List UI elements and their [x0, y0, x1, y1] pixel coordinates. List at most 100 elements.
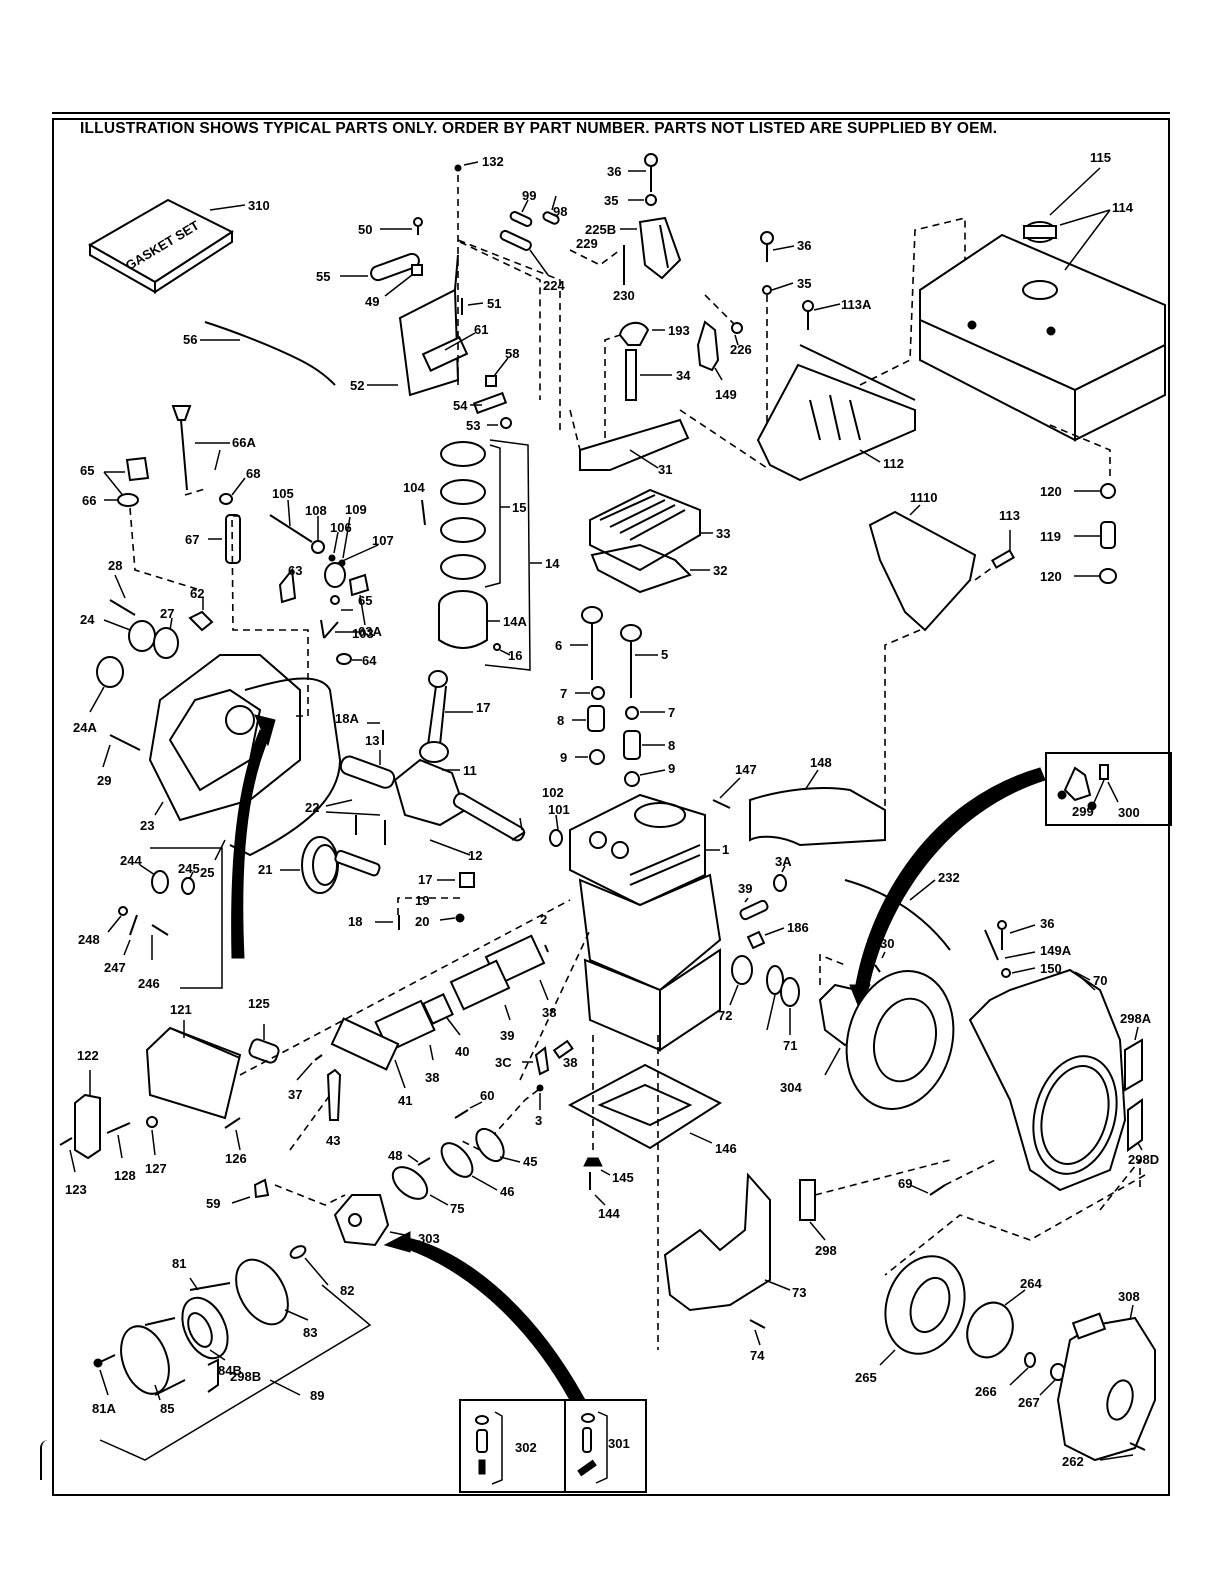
callout-73: 73: [792, 1285, 806, 1300]
cover-gasket-25[interactable]: [229, 677, 342, 857]
connecting-rod-17[interactable]: [419, 670, 449, 763]
breather-40[interactable]: [422, 993, 454, 1025]
kit-302-parts[interactable]: [475, 1415, 489, 1475]
part-299[interactable]: [1057, 766, 1092, 802]
callout-23: 23: [140, 818, 154, 833]
air-filter-84B[interactable]: [173, 1291, 236, 1366]
callout-113: 113: [999, 508, 1020, 523]
kit-301-parts[interactable]: [577, 1413, 597, 1477]
callout-74: 74: [750, 1348, 765, 1363]
governor-crank-107[interactable]: [324, 562, 346, 588]
callout-99: 99: [522, 188, 536, 203]
piston-rings-15[interactable]: [440, 441, 486, 580]
cylinder-block-1[interactable]: [569, 793, 722, 1052]
governor-spring-part[interactable]: [204, 321, 336, 386]
breather-tube-43[interactable]: [326, 1068, 342, 1121]
crankshaft-11[interactable]: [339, 754, 527, 842]
callout-246: 246: [138, 976, 160, 991]
muffler-guard-122[interactable]: [74, 1093, 101, 1160]
gasket-125[interactable]: [248, 1038, 280, 1064]
spark-plug-part[interactable]: [625, 349, 637, 401]
flywheel-part[interactable]: [832, 959, 969, 1121]
air-deflector-31[interactable]: [579, 418, 690, 471]
starter-cup-264[interactable]: [960, 1296, 1020, 1364]
base-plate-146[interactable]: [567, 1063, 723, 1150]
dipstick-66A[interactable]: [171, 405, 192, 491]
fuel-tank-bracket-112[interactable]: [756, 344, 916, 482]
breather-cover-39[interactable]: [449, 959, 511, 1011]
callout-16: 16: [508, 648, 522, 663]
seal-72[interactable]: [731, 955, 753, 985]
callout-14A: 14A: [503, 614, 527, 629]
air-cleaner-cover-85[interactable]: [112, 1317, 186, 1400]
callout-83: 83: [303, 1325, 317, 1340]
decal-298[interactable]: [799, 1179, 816, 1221]
callout-113A: 113A: [841, 297, 872, 312]
exhaust-valve-6[interactable]: [581, 606, 603, 680]
recoil-starter-308[interactable]: [1056, 1312, 1156, 1462]
air-cleaner-base-83[interactable]: [225, 1251, 298, 1334]
callout-84B: 84B: [218, 1363, 242, 1378]
fuel-tank-part[interactable]: [919, 233, 1166, 442]
callout-298B: 298B: [230, 1369, 261, 1384]
callout-37: 37: [288, 1087, 302, 1102]
shroud-148[interactable]: [749, 787, 886, 847]
spacer-46[interactable]: [436, 1138, 479, 1183]
link-part[interactable]: [369, 252, 421, 282]
rotating-screen-265[interactable]: [872, 1245, 978, 1365]
part-300[interactable]: [1087, 764, 1109, 811]
spark-plug-boot[interactable]: [618, 321, 650, 346]
throttle-bracket-part[interactable]: [638, 216, 682, 280]
callout-103: 103: [352, 626, 374, 641]
callout-81A: 81A: [92, 1401, 116, 1416]
bearing-244[interactable]: [151, 870, 169, 894]
cylinder-shield-73[interactable]: [663, 1172, 771, 1312]
callout-9-left: 9: [560, 750, 567, 765]
callout-21: 21: [258, 862, 272, 877]
gasket-82[interactable]: [289, 1244, 308, 1261]
decal-298D[interactable]: [1127, 1098, 1143, 1152]
callout-123: 123: [65, 1182, 87, 1197]
diagram-frame: [52, 118, 1170, 1496]
fuel-cap-part[interactable]: [1023, 221, 1057, 243]
bearing-24A[interactable]: [96, 656, 124, 688]
callout-3: 3: [535, 1113, 542, 1128]
governor-lever-bracket[interactable]: [398, 254, 469, 397]
bracket-1110[interactable]: [868, 510, 977, 632]
callout-302: 302: [515, 1440, 537, 1455]
scan-mark: [40, 1440, 50, 1480]
callout-5: 5: [661, 647, 668, 662]
head-gasket-32[interactable]: [590, 543, 692, 594]
intake-valve-5[interactable]: [620, 624, 642, 698]
callout-247: 247: [104, 960, 126, 975]
muffler-121[interactable]: [145, 1026, 242, 1120]
breather-plate-41[interactable]: [330, 1017, 400, 1071]
crankcase-cover-23[interactable]: [148, 654, 301, 822]
blower-housing-70[interactable]: [968, 968, 1129, 1192]
carburetor-303[interactable]: [333, 1194, 390, 1247]
callout-38-b: 38: [563, 1055, 577, 1070]
callout-2: 2: [540, 912, 547, 927]
gasket-45[interactable]: [471, 1124, 510, 1166]
callout-248: 248: [78, 932, 100, 947]
seal-24[interactable]: [128, 620, 156, 652]
callout-49: 49: [365, 294, 379, 309]
callout-7-left: 7: [560, 686, 567, 701]
callout-38-c: 38: [425, 1070, 439, 1085]
gasket-set-part[interactable]: GASKET SET: [87, 198, 235, 294]
decal-298A[interactable]: [1124, 1038, 1143, 1092]
washer-71[interactable]: [780, 977, 800, 1007]
bearing-27[interactable]: [153, 627, 179, 659]
callout-149A: 149A: [1040, 943, 1072, 958]
callout-144: 144: [598, 1206, 620, 1221]
dipstick-tube-67[interactable]: [225, 514, 241, 564]
piston-14A[interactable]: [438, 590, 488, 649]
cylinder-head-33[interactable]: [589, 488, 701, 572]
gasket-75[interactable]: [387, 1161, 433, 1205]
callout-20: 20: [415, 914, 429, 929]
callout-51: 51: [487, 296, 501, 311]
callout-109: 109: [345, 502, 367, 517]
governor-gear-21[interactable]: [301, 836, 381, 894]
callout-112: 112: [883, 456, 904, 471]
